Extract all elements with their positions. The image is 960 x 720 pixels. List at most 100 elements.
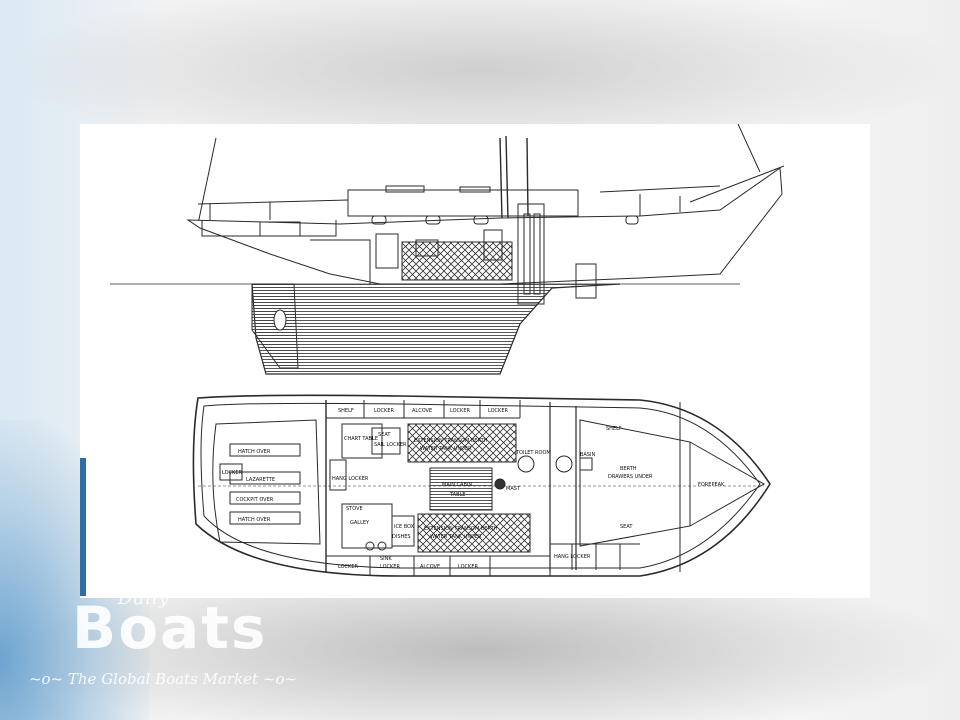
label-top-locker-5: LOCKER — [488, 408, 508, 414]
toilet-2 — [555, 455, 573, 473]
label-toilet-room: TOILET ROOM — [515, 450, 551, 456]
label-hatch-over: HATCH OVER — [238, 449, 271, 455]
settee-berth-profile — [401, 241, 513, 281]
hatch-top — [385, 185, 425, 193]
label-bottom-locker-3: ALCOVE — [420, 564, 440, 570]
label-chart-table: CHART TABLE — [344, 436, 378, 442]
left-accent-bar — [80, 458, 86, 596]
profile-view — [110, 124, 785, 375]
cabin-house — [347, 189, 579, 217]
label-top-locker-2: LOCKER — [374, 408, 394, 414]
ornament-left-icon: ~o~ — [28, 670, 64, 688]
label-fwd-seat: SEAT — [620, 524, 633, 530]
label-top-locker-1: SHELF — [338, 408, 354, 414]
label-table: TABLE — [449, 492, 465, 498]
cockpit-seat — [259, 221, 301, 237]
cockpit-plan — [212, 419, 321, 545]
toilet — [517, 455, 535, 473]
bulkhead-door — [517, 203, 545, 305]
label-wash-basin: BASIN — [580, 452, 595, 458]
top-locker-dividers — [326, 400, 521, 419]
label-top-locker-3: ALCOVE — [412, 408, 432, 414]
door-panel — [523, 213, 531, 295]
label-berth: BERTH — [620, 466, 637, 472]
label-drawers-under: DRAWERS UNDER — [608, 474, 653, 480]
lifelines — [197, 185, 721, 205]
cabinet — [415, 239, 439, 257]
cockpit-locker-box — [219, 463, 243, 481]
lazarette-box — [229, 471, 301, 485]
watermark-brand-small: Daily — [118, 588, 170, 609]
hatch-over-box-2 — [229, 511, 301, 525]
label-lazarette: LAZARETTE — [246, 477, 275, 483]
label-mast: MAST — [506, 486, 521, 492]
label-hatch-over-2: HATCH OVER — [238, 517, 271, 523]
forward-locker — [575, 263, 597, 299]
label-shelf: SHELF — [606, 426, 622, 432]
inner-hull-line — [200, 402, 761, 569]
label-dishes: DISHES — [392, 534, 411, 540]
label-ice-box: ICE BOX — [394, 524, 415, 530]
portlight — [625, 215, 639, 225]
label-sink: SINK — [380, 556, 392, 562]
sailboat-plans-svg: HATCH OVER LOCKER LAZARETTE COCKPIT OVER… — [110, 124, 785, 577]
label-fwd-hang-locker: HANG LOCKER — [554, 554, 591, 560]
hull-topsides — [186, 167, 783, 285]
label-forepeak: FOREPEAK — [698, 482, 725, 488]
mast-step — [494, 478, 506, 490]
label-cockpit-locker: LOCKER — [222, 470, 242, 476]
keel — [251, 283, 621, 375]
locker-door — [483, 229, 503, 261]
label-seat: SEAT — [378, 432, 391, 438]
label-bottom-locker-1: LOCKER — [338, 564, 358, 570]
stove-burner — [365, 541, 375, 551]
label-sail-locker: SAIL LOCKER — [374, 442, 407, 448]
berth-starboard — [407, 423, 517, 463]
label-water-tank-2: WATER TANK UNDER — [430, 534, 482, 540]
forepeak — [689, 441, 766, 527]
watermark-tagline-row: ~o~ The Global Boats Market ~o~ — [8, 670, 318, 688]
hang-locker-box — [329, 459, 347, 491]
bowsprit — [689, 165, 785, 203]
bottom-locker-dividers — [326, 555, 551, 576]
label-hang-locker: HANG LOCKER — [332, 476, 369, 482]
seat-box — [371, 427, 401, 455]
sailboat-drawing-panel: HATCH OVER LOCKER LAZARETTE COCKPIT OVER… — [80, 124, 870, 598]
label-cockpit-over: COCKPIT OVER — [236, 497, 274, 503]
chart-table — [341, 423, 383, 459]
label-bottom-locker-2: LOCKER — [380, 564, 400, 570]
forward-lockers — [550, 543, 640, 570]
watermark-logo: Boats Daily ~o~ The Global Boats Market … — [0, 580, 330, 700]
stanchions — [209, 194, 681, 220]
mast — [499, 135, 529, 221]
ornament-right-icon: ~o~ — [262, 670, 298, 688]
cockpit-over-box — [229, 491, 301, 505]
stove-burner — [377, 541, 387, 551]
headstay-line — [737, 124, 761, 173]
plan-labels: HATCH OVER LOCKER LAZARETTE COCKPIT OVER… — [222, 408, 725, 570]
cabin-door — [375, 233, 399, 269]
label-top-locker-4: LOCKER — [450, 408, 470, 414]
label-main-cabin: MAIN CABIN — [442, 482, 472, 488]
hatch-top-2 — [459, 186, 491, 193]
portlight — [371, 215, 387, 225]
label-water-tank-1: WATER TANK UNDER — [420, 446, 472, 452]
plan-view — [192, 394, 771, 577]
hatch-over-box — [229, 443, 301, 457]
propeller — [273, 309, 287, 331]
companionway — [310, 239, 371, 284]
label-galley: GALLEY — [350, 520, 370, 526]
watermark-tagline: The Global Boats Market — [67, 670, 259, 688]
berth-port — [417, 513, 531, 553]
saloon-table — [429, 467, 493, 511]
portlight — [473, 215, 489, 225]
portlight — [425, 215, 441, 225]
label-bottom-locker-4: LOCKER — [458, 564, 478, 570]
label-stove: STOVE — [346, 506, 363, 512]
door-panel — [533, 213, 541, 295]
backstay-line — [197, 137, 217, 225]
label-ext-berth-1: EXTENSION TRANSOM BERTH — [414, 438, 488, 444]
label-ext-berth-2: EXTENSION TRANSOM BERTH — [424, 526, 498, 532]
watermark-brand-large: Boats — [72, 594, 268, 662]
ice-box — [391, 515, 415, 547]
